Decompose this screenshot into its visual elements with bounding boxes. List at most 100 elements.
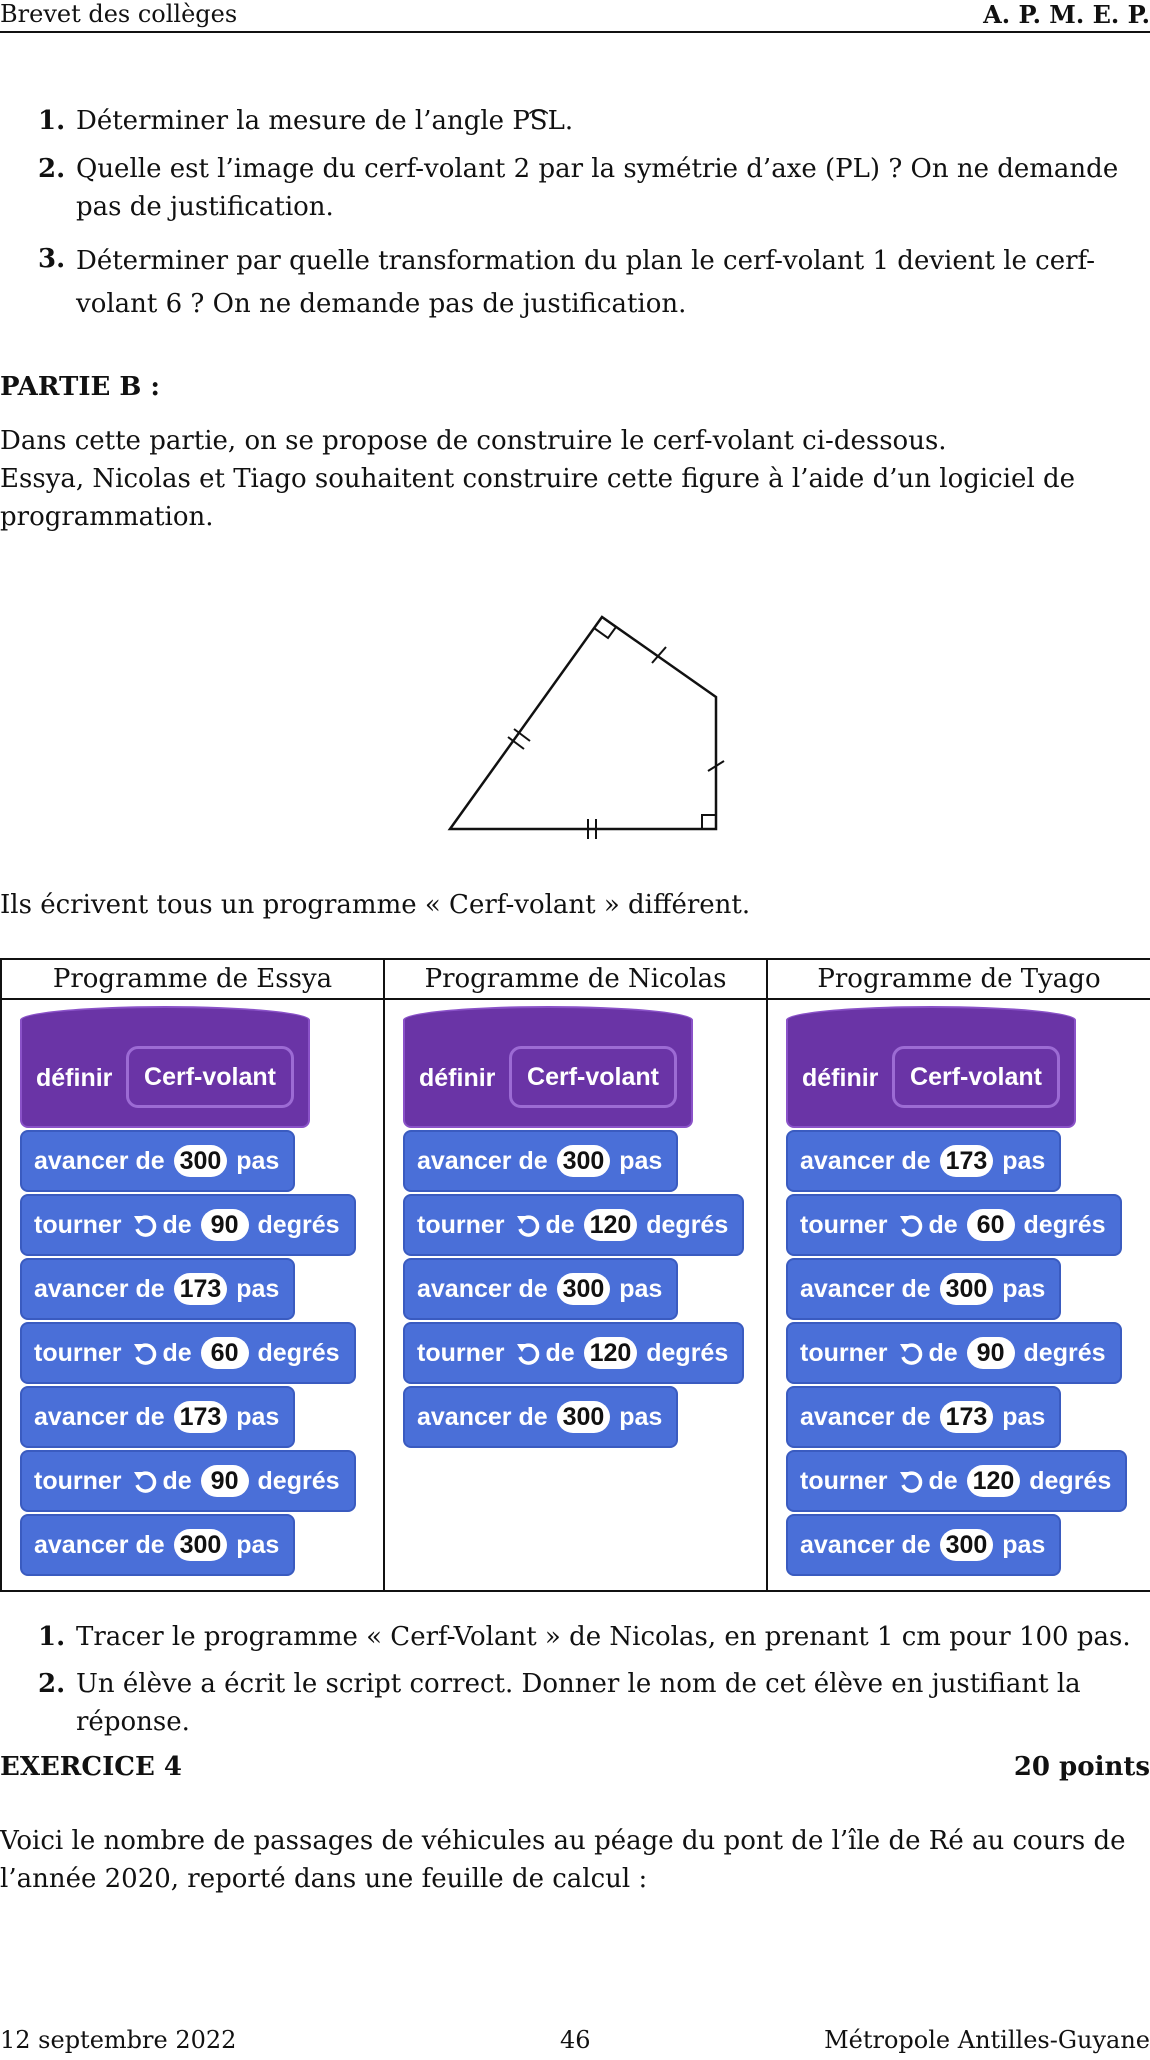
turn-left-icon [132, 1469, 158, 1495]
block-label: avancer de [34, 1275, 172, 1303]
block-label: tourner [800, 1339, 894, 1367]
define-keyword: définir [36, 1064, 112, 1093]
block-label: tourner [34, 1467, 128, 1495]
exercise4-points: 20 points [1014, 1752, 1150, 1782]
turn-block: tourner de 120 degrés [403, 1322, 744, 1384]
move-block: avancer de 300 pas [20, 1514, 295, 1576]
define-name: Cerf-volant [126, 1046, 294, 1108]
block-unit: pas [612, 1403, 676, 1431]
move-block: avancer de 173 pas [20, 1258, 295, 1320]
define-name: Cerf-volant [892, 1046, 1060, 1108]
header-rule [0, 31, 1150, 33]
block-label: avancer de [417, 1275, 555, 1303]
block-label: tourner [417, 1211, 511, 1239]
block-unit: pas [229, 1275, 293, 1303]
block-unit: pas [229, 1403, 293, 1431]
turn-left-icon [898, 1213, 924, 1239]
program-nicolas: définirCerf-volantavancer de 300 pastour… [384, 999, 767, 1591]
block-label: de [545, 1211, 581, 1239]
block-unit: pas [612, 1275, 676, 1303]
block-label: de [928, 1211, 964, 1239]
block-unit: pas [995, 1275, 1059, 1303]
move-block: avancer de 173 pas [786, 1386, 1061, 1448]
header-right: A. P. M. E. P. [983, 0, 1150, 29]
block-label: avancer de [800, 1531, 938, 1559]
block-unit: pas [612, 1147, 676, 1175]
header-left: Brevet des collèges [0, 0, 237, 28]
block-label: de [545, 1339, 581, 1367]
block-unit: degrés [639, 1211, 742, 1239]
block-unit: pas [229, 1531, 293, 1559]
block-unit: degrés [1017, 1211, 1120, 1239]
block-unit: pas [995, 1403, 1059, 1431]
block-value: 120 [584, 1337, 638, 1369]
define-name: Cerf-volant [509, 1046, 677, 1108]
block-value: 60 [967, 1209, 1015, 1241]
block-unit: pas [995, 1531, 1059, 1559]
turn-block: tourner de 90 degrés [20, 1194, 356, 1256]
block-label: tourner [800, 1211, 894, 1239]
block-unit: degrés [1022, 1467, 1125, 1495]
question-b1: 1. Tracer le programme « Cerf-Volant » d… [38, 1618, 1150, 1656]
turn-left-icon [515, 1341, 541, 1367]
define-block: définir Cerf-volant [20, 1006, 310, 1128]
question-a1-text: Déterminer la mesure de l’angle PSL⌒. [76, 102, 1150, 140]
move-block: avancer de 300 pas [786, 1258, 1061, 1320]
move-block: avancer de 300 pas [786, 1514, 1061, 1576]
block-value: 300 [557, 1401, 611, 1433]
block-value: 60 [201, 1337, 249, 1369]
turn-block: tourner de 90 degrés [20, 1450, 356, 1512]
programs-table: Programme de Essya Programme de Nicolas … [0, 958, 1150, 1592]
partB-intro2: Essya, Nicolas et Tiago souhaitent const… [0, 460, 1150, 536]
block-label: avancer de [800, 1403, 938, 1431]
define-keyword: définir [802, 1064, 878, 1093]
block-label: avancer de [34, 1147, 172, 1175]
block-value: 90 [201, 1209, 249, 1241]
turn-left-icon [132, 1341, 158, 1367]
define-block: définir Cerf-volant [403, 1006, 693, 1128]
program-tyago-header: Programme de Tyago [767, 959, 1150, 999]
block-unit: degrés [639, 1339, 742, 1367]
block-value: 120 [584, 1209, 638, 1241]
block-label: tourner [34, 1339, 128, 1367]
right-angle-top [594, 617, 616, 638]
move-block: avancer de 173 pas [786, 1130, 1061, 1192]
block-value: 300 [940, 1529, 994, 1561]
block-label: tourner [417, 1339, 511, 1367]
block-value: 300 [174, 1529, 228, 1561]
block-label: de [162, 1211, 198, 1239]
block-value: 90 [967, 1337, 1015, 1369]
turn-left-icon [515, 1213, 541, 1239]
turn-left-icon [898, 1469, 924, 1495]
program-nicolas-header: Programme de Nicolas [384, 959, 767, 999]
block-value: 300 [940, 1273, 994, 1305]
move-block: avancer de 300 pas [20, 1130, 295, 1192]
turn-block: tourner de 60 degrés [786, 1194, 1122, 1256]
block-label: tourner [800, 1467, 894, 1495]
block-label: avancer de [417, 1147, 555, 1175]
block-label: de [928, 1467, 964, 1495]
footer-right: Métropole Antilles-Guyane [824, 2026, 1150, 2054]
block-label: avancer de [34, 1403, 172, 1431]
block-label: de [162, 1467, 198, 1495]
move-block: avancer de 300 pas [403, 1130, 678, 1192]
block-value: 300 [174, 1145, 228, 1177]
block-value: 90 [201, 1465, 249, 1497]
move-block: avancer de 300 pas [403, 1258, 678, 1320]
question-b2: 2. Un élève a écrit le script correct. D… [38, 1665, 1150, 1703]
define-keyword: définir [419, 1064, 495, 1093]
turn-left-icon [132, 1213, 158, 1239]
block-unit: degrés [251, 1467, 354, 1495]
block-value: 173 [940, 1401, 994, 1433]
block-unit: degrés [1017, 1339, 1120, 1367]
block-label: avancer de [800, 1275, 938, 1303]
turn-block: tourner de 120 degrés [403, 1194, 744, 1256]
block-unit: pas [995, 1147, 1059, 1175]
move-block: avancer de 300 pas [403, 1386, 678, 1448]
block-label: avancer de [34, 1531, 172, 1559]
define-block: définir Cerf-volant [786, 1006, 1076, 1128]
program-essya-header: Programme de Essya [1, 959, 384, 999]
footer-left: 12 septembre 2022 [0, 2026, 236, 2054]
move-block: avancer de 173 pas [20, 1386, 295, 1448]
partB-intro1: Dans cette partie, on se propose de cons… [0, 422, 1150, 460]
